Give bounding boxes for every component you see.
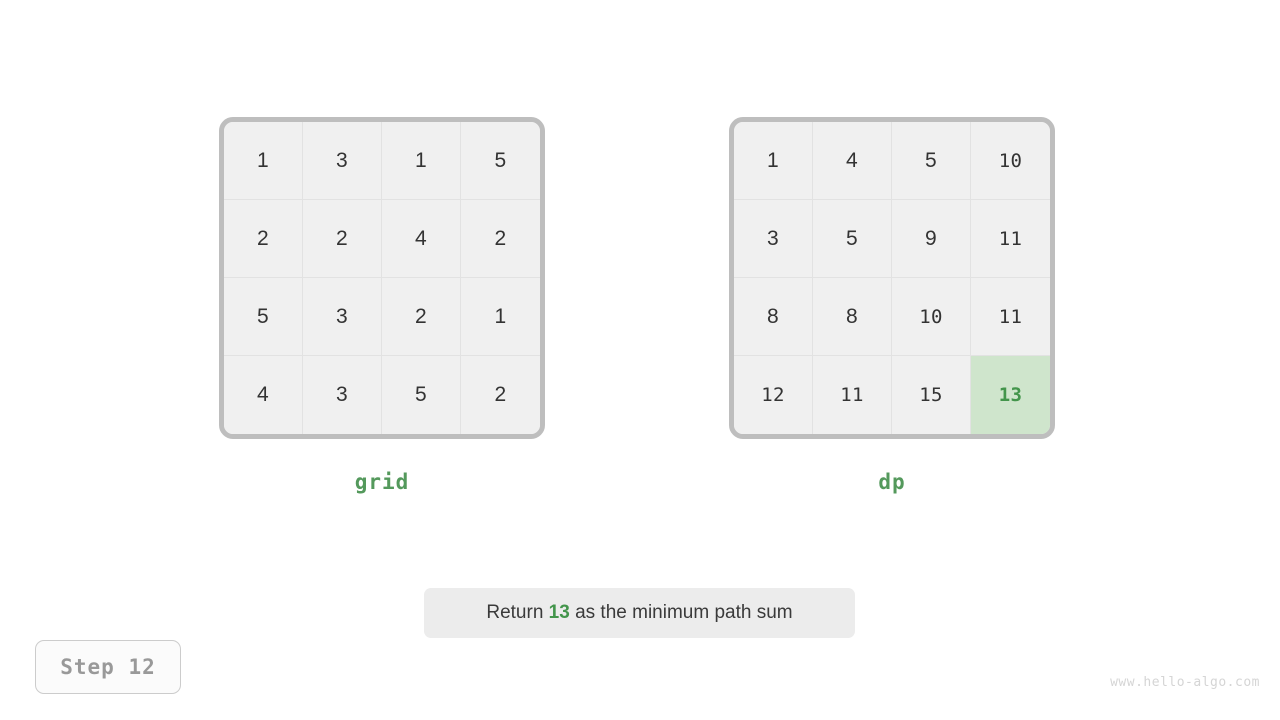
grid-cell-1-2: 4 — [382, 200, 461, 278]
watermark: www.hello-algo.com — [1110, 675, 1260, 690]
dp-cell-0-1: 4 — [813, 122, 892, 200]
dp-cell-1-1: 5 — [813, 200, 892, 278]
dp-cell-3-0: 12 — [734, 356, 813, 434]
dp-cell-0-0: 1 — [734, 122, 813, 200]
dp-table-label: dp — [878, 470, 906, 494]
step-badge-label: Step 12 — [60, 655, 156, 679]
dp-cell-2-1: 8 — [813, 278, 892, 356]
caption-prefix: Return — [486, 602, 549, 623]
dp-cell-1-3: 11 — [971, 200, 1050, 278]
grid-cell-2-3: 1 — [461, 278, 540, 356]
grid-cell-3-3: 2 — [461, 356, 540, 434]
grid-cell-1-1: 2 — [303, 200, 382, 278]
grid-table-container: 1 3 1 5 2 2 4 2 5 3 2 1 4 3 5 2 — [219, 117, 545, 439]
dp-cell-2-3: 11 — [971, 278, 1050, 356]
grid-cell-0-1: 3 — [303, 122, 382, 200]
dp-cell-3-3-highlighted: 13 — [971, 356, 1050, 434]
grid-cell-2-2: 2 — [382, 278, 461, 356]
dp-cell-2-2: 10 — [892, 278, 971, 356]
caption-suffix: as the minimum path sum — [569, 602, 793, 623]
grid-table-label: grid — [354, 470, 410, 494]
step-badge: Step 12 — [35, 640, 181, 694]
dp-cell-1-0: 3 — [734, 200, 813, 278]
dp-cell-0-2: 5 — [892, 122, 971, 200]
dp-cell-2-0: 8 — [734, 278, 813, 356]
grid-cell-0-0: 1 — [224, 122, 303, 200]
grid-cell-1-0: 2 — [224, 200, 303, 278]
dp-table-container: 1 4 5 10 3 5 9 11 8 8 10 11 12 11 15 13 — [729, 117, 1055, 439]
grid-cell-3-1: 3 — [303, 356, 382, 434]
grid-cell-3-2: 5 — [382, 356, 461, 434]
dp-cell-3-2: 15 — [892, 356, 971, 434]
result-caption-box: Return 13 as the minimum path sum — [424, 588, 855, 638]
grid-cell-0-3: 5 — [461, 122, 540, 200]
dp-matrix: 1 4 5 10 3 5 9 11 8 8 10 11 12 11 15 13 — [729, 117, 1055, 439]
grid-cell-0-2: 1 — [382, 122, 461, 200]
dp-cell-0-3: 10 — [971, 122, 1050, 200]
dp-cell-1-2: 9 — [892, 200, 971, 278]
dp-cell-3-1: 11 — [813, 356, 892, 434]
grid-cell-1-3: 2 — [461, 200, 540, 278]
grid-cell-2-0: 5 — [224, 278, 303, 356]
caption-result-value: 13 — [548, 602, 570, 623]
grid-cell-2-1: 3 — [303, 278, 382, 356]
grid-cell-3-0: 4 — [224, 356, 303, 434]
grid-matrix: 1 3 1 5 2 2 4 2 5 3 2 1 4 3 5 2 — [219, 117, 545, 439]
